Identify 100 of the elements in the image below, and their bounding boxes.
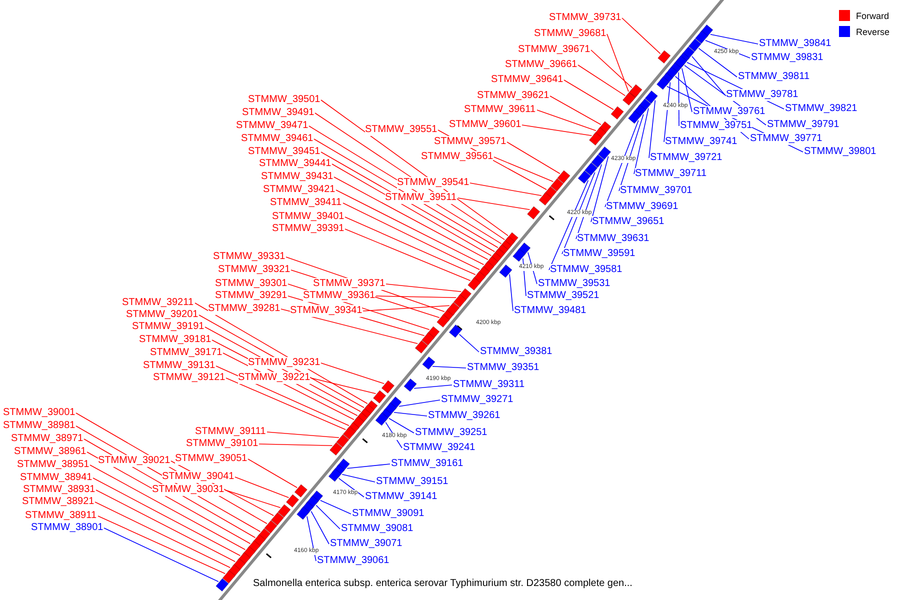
gene-label: STMMW_39181 [139,334,212,346]
leader-line [578,64,626,96]
leader-line [648,100,656,158]
gene-label: STMMW_38951 [17,459,90,471]
leader-line [506,142,560,174]
gene-block [499,264,512,278]
gene-label: STMMW_39291 [215,290,288,302]
leader-line [606,34,629,92]
gene-label: STMMW_39251 [415,427,488,439]
gene-label: STMMW_39431 [261,171,334,183]
gene-label: STMMW_39571 [434,136,506,148]
gene-block [381,380,394,394]
gene-label: STMMW_39261 [428,410,500,422]
gene-label: STMMW_39041 [162,471,234,483]
leader-line [536,110,596,132]
leader-line [248,458,298,488]
gene-block [658,50,671,64]
gene-label: STMMW_39621 [477,90,550,102]
leader-line [432,366,466,368]
leader-line [376,296,456,298]
gene-label: STMMW_39341 [290,305,362,317]
gene-label: STMMW_39501 [248,94,320,106]
gene-label: STMMW_39841 [759,38,832,50]
gene-block [448,324,462,338]
gene-label: STMMW_39611 [464,104,536,116]
gene-label: STMMW_39451 [248,146,320,158]
leader-line [562,172,596,254]
gene-block [598,146,611,160]
leader-line [590,156,609,222]
gene-label: STMMW_39631 [577,233,650,245]
gene-block [404,378,417,392]
leader-line [634,108,649,174]
gene-label: STMMW_39031 [152,484,224,496]
gene-label: STMMW_39271 [441,394,514,406]
gene-label: STMMW_39541 [397,177,470,189]
gene-block [422,332,435,346]
gene-label: STMMW_39131 [143,360,216,372]
gene-block [695,30,708,44]
leader-line [618,114,644,192]
gene-label: STMMW_38971 [11,433,84,445]
leader-line [548,180,589,270]
gene-label: STMMW_39331 [213,251,286,263]
leader-line [682,68,692,112]
gene-label: STMMW_39671 [518,44,590,56]
gene-label: STMMW_39531 [538,278,610,290]
gene-label: STMMW_39551 [365,124,438,136]
caption: Salmonella enterica subsp. enterica serovar Typhimurium str. D23580 complete gen... [253,578,632,590]
gene-block [538,192,552,206]
leader-line [90,464,246,550]
leader-line [104,528,219,582]
gene-label: STMMW_39681 [534,28,606,40]
gene-label: STMMW_39351 [467,362,540,374]
leader-line [320,362,385,384]
gene-label: STMMW_39651 [592,216,664,228]
leader-line [336,190,484,266]
gene-label: STMMW_39751 [680,120,752,132]
gene-label: STMMW_39051 [175,453,248,465]
leader-line [310,378,376,394]
leader-line [316,504,340,530]
gene-label: STMMW_39021 [98,455,170,467]
gene-block [644,90,658,104]
leader-line [226,378,346,430]
leader-line [692,56,726,96]
gene-label: STMMW_39821 [785,103,858,115]
gene-label: STMMW_38911 [25,510,97,522]
leader-line [334,176,488,260]
gene-block [414,340,428,354]
gene-label: STMMW_39141 [365,491,438,503]
leader-line [346,464,390,469]
leader-line [388,418,414,434]
gene-label: STMMW_39081 [341,523,414,535]
gene-block [270,512,284,526]
gene-label: STMMW_39521 [527,290,600,302]
gene-block [512,248,526,262]
leader-line [564,80,614,110]
leader-line [386,284,462,292]
gene-label: STMMW_39071 [330,538,402,550]
gene-label: STMMW_39491 [242,107,314,119]
leader-line [458,334,480,352]
gene-block [584,162,598,176]
gene-label: STMMW_39221 [238,372,310,384]
leader-line [338,478,364,498]
gene-block [330,442,343,456]
gene-label: STMMW_39731 [549,12,622,24]
gene-block [278,504,291,518]
gene-label: STMMW_39771 [750,133,822,145]
gene-label: STMMW_39101 [186,438,258,450]
gene-label: STMMW_39401 [272,211,344,223]
gene-label: STMMW_39211 [122,297,194,309]
leader-line [470,182,542,196]
leader-line [362,305,450,312]
gene-label: STMMW_39831 [751,52,824,64]
gene-label: STMMW_39791 [767,119,840,131]
leader-line [320,152,495,252]
legend-label: Forward [856,10,890,20]
gene-label: STMMW_39641 [491,74,564,86]
leader-line [458,198,530,210]
gene-label: STMMW_39441 [259,158,332,170]
gene-block [589,132,602,146]
gene-label: STMMW_39581 [550,264,622,276]
